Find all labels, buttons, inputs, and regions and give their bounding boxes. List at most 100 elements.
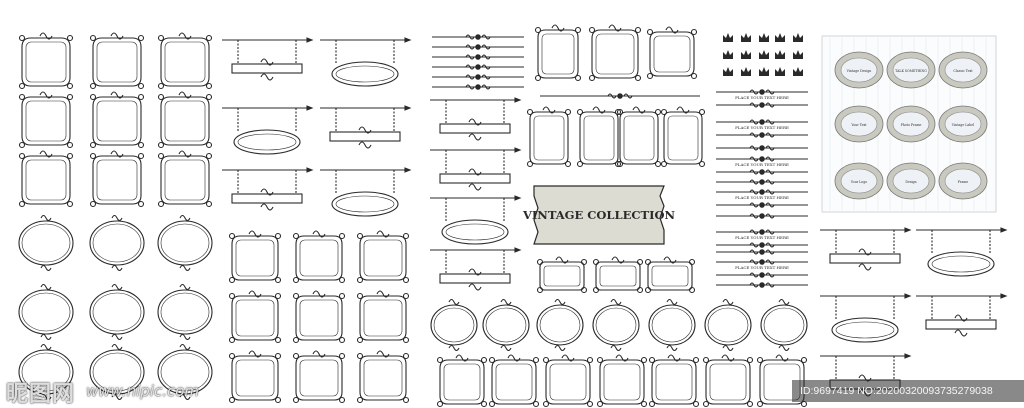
watermark-logo: 昵图网: [6, 381, 76, 407]
text-divider-bottom-4: [716, 242, 808, 248]
crown-icon: [793, 33, 803, 42]
oval-frame-4-0: [18, 283, 74, 341]
tall-frame-1: [576, 106, 622, 168]
crown-icon: [793, 67, 803, 76]
badge-2-1: Design: [886, 162, 936, 200]
badge-2-2: Frame: [938, 162, 988, 200]
oval-frame-3-0: [18, 214, 74, 272]
bottom-frame-1: [488, 354, 540, 408]
divider-1: [432, 44, 524, 50]
bottom-oval-5: [704, 298, 752, 352]
text-divider-top-5: [716, 259, 808, 265]
frame-2-1: [89, 150, 145, 208]
tall-frame-2: [616, 106, 662, 168]
crown-icon: [741, 33, 751, 42]
divider-caption: PLACE YOUR TEXT HERE: [735, 195, 789, 200]
square-frame-3: [228, 290, 282, 344]
square-frame-8: [356, 350, 410, 404]
badge-label: Vintage Label: [951, 123, 974, 127]
frame-0-1: [89, 32, 145, 90]
hanging-sign-6: [320, 167, 412, 217]
badge-1-0: Your Text: [834, 105, 884, 143]
vintage-collection-banner: VINTAGE COLLECTION: [522, 185, 675, 245]
crown-icon: [723, 33, 733, 42]
banner-title: VINTAGE COLLECTION: [522, 208, 675, 222]
badge-label: Design: [905, 180, 916, 184]
oval-frame-5-0: [18, 343, 74, 401]
bottom-frame-5: [702, 354, 754, 408]
text-divider-top-1: [716, 119, 808, 125]
oval-frame-3-1: [89, 214, 145, 272]
bottom-frame-3: [596, 354, 648, 408]
center-divider: [540, 93, 700, 99]
frame-2-0: [18, 150, 74, 208]
plain-divider-3: [716, 249, 808, 255]
bottom-frame-4: [648, 354, 700, 408]
hanging-sign-13: [820, 293, 912, 343]
plain-divider-4: [716, 282, 808, 288]
ornament-frame-2: [588, 24, 642, 82]
badge-label: Vintage Design: [846, 69, 872, 73]
text-divider-top-4: [716, 229, 808, 235]
ornament-frame-1: [534, 24, 582, 82]
divider-4: [432, 74, 524, 80]
label-frame-0: [536, 256, 588, 294]
square-frame-4: [292, 290, 346, 344]
crown-icon: [741, 50, 751, 59]
text-divider-bottom-0: [716, 102, 808, 108]
text-divider-bottom-3: [716, 202, 808, 208]
badge-0-1: TALK SOMETHING: [886, 51, 936, 89]
square-frame-5: [356, 290, 410, 344]
text-divider-bottom-1: [716, 132, 808, 138]
label-frame-2: [644, 256, 696, 294]
crown-icon: [775, 33, 785, 42]
crown-icon: [759, 50, 769, 59]
crown-icon: [741, 67, 751, 76]
square-frame-1: [292, 230, 346, 284]
crown-icon: [759, 33, 769, 42]
crown-icon: [775, 50, 785, 59]
plain-divider-1: [716, 179, 808, 185]
crown-icon: [723, 50, 733, 59]
oval-frame-3-2: [157, 214, 213, 272]
divider-3: [432, 64, 524, 70]
badge-label: Your Text: [850, 123, 867, 127]
badge-label: Your Logo: [850, 180, 867, 184]
frame-1-1: [89, 91, 145, 149]
divider-caption: PLACE YOUR TEXT HERE: [735, 265, 789, 270]
hanging-sign-9: [430, 195, 522, 245]
bottom-oval-0: [430, 298, 478, 352]
badge-0-0: Vintage Design: [834, 51, 884, 89]
oval-frame-4-1: [89, 283, 145, 341]
hanging-sign-1: [222, 37, 314, 81]
hanging-sign-5: [222, 167, 314, 211]
watermark-id: ID:9697419 NO:20200320093735279038: [792, 380, 1024, 402]
hanging-sign-12: [916, 227, 1008, 277]
plain-divider-0: [716, 145, 808, 151]
divider-caption: PLACE YOUR TEXT HERE: [735, 125, 789, 130]
text-divider-top-3: [716, 189, 808, 195]
crown-icon: [775, 67, 785, 76]
frame-0-0: [18, 32, 74, 90]
badge-1-1: Photo Frame: [886, 105, 936, 143]
crown-icon: [723, 67, 733, 76]
oval-frame-5-2: [157, 343, 213, 401]
bottom-oval-1: [482, 298, 530, 352]
badge-1-2: Vintage Label: [938, 105, 988, 143]
hanging-sign-14: [916, 293, 1008, 337]
badge-2-0: Your Logo: [834, 162, 884, 200]
bottom-oval-2: [536, 298, 584, 352]
crown-icon: [759, 67, 769, 76]
label-frame-1: [592, 256, 644, 294]
badge-label: Photo Frame: [901, 123, 922, 127]
square-frame-6: [228, 350, 282, 404]
text-divider-top-2: [716, 156, 808, 162]
text-divider-top-0: [716, 89, 808, 95]
hanging-sign-10: [430, 247, 522, 291]
divider-5: [432, 84, 524, 90]
text-divider-bottom-2: [716, 169, 808, 175]
badge-label: Classic Text: [953, 69, 973, 73]
bottom-frame-2: [542, 354, 594, 408]
hanging-sign-11: [820, 227, 912, 271]
